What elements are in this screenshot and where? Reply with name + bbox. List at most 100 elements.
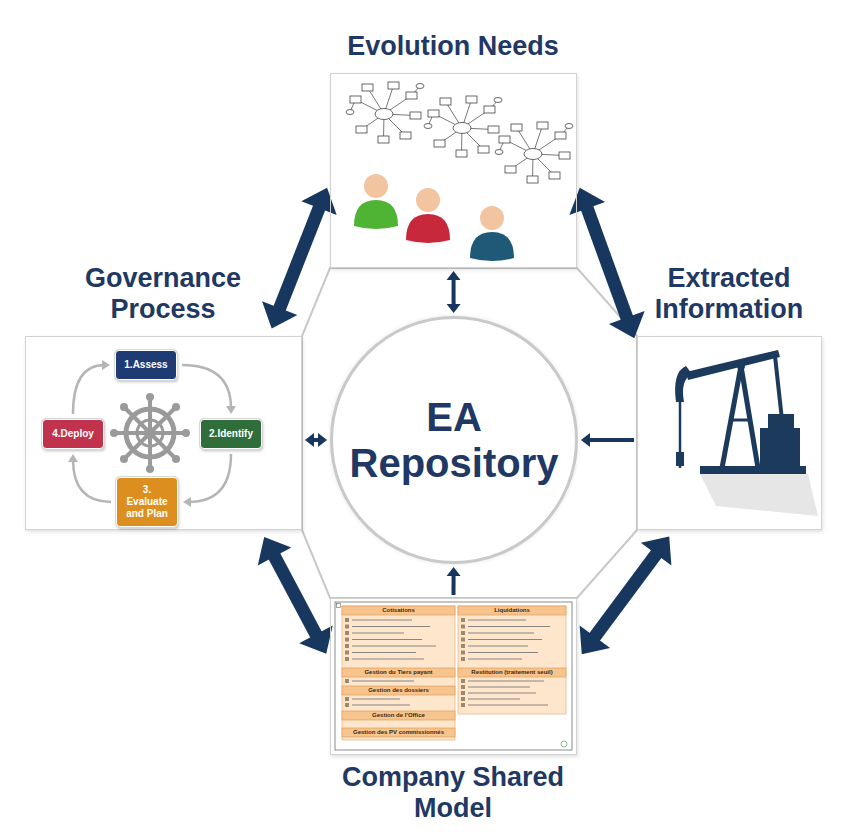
arrow-head [581, 433, 590, 447]
step-label: 3. Evaluate and Plan [121, 484, 173, 520]
graphic-part [342, 606, 455, 615]
graphic-part [730, 419, 752, 422]
arrow-shaft [73, 460, 111, 502]
step-label: 2.Identify [209, 428, 253, 440]
cycle-arrow [183, 454, 231, 507]
graphic-part [458, 668, 566, 677]
graphic-part [120, 403, 128, 411]
flow-arrow [447, 567, 461, 595]
graphic-part [146, 393, 154, 401]
graphic-part [342, 711, 455, 720]
pump-jack [675, 350, 818, 516]
screenshot-heading: Liquidations [458, 606, 566, 615]
arrow-head [318, 433, 327, 447]
arrow-head [301, 188, 336, 215]
graphic-part [686, 350, 780, 380]
process-step: 3. Evaluate and Plan [116, 477, 178, 527]
flow-arrow [581, 433, 634, 447]
arrow-shaft [73, 365, 104, 414]
arrow-head [609, 311, 645, 338]
arrow-head [447, 567, 461, 576]
graphic-part [768, 414, 794, 430]
graphic-part [345, 618, 465, 707]
graphic-part [416, 188, 440, 212]
flow-arrow [262, 188, 337, 329]
cycle-arrow [182, 365, 236, 414]
arrow-head [447, 271, 461, 280]
process-step: 1.Assess [115, 350, 177, 380]
arrow-head [299, 625, 333, 653]
panel-heading: Extracted Information [629, 263, 829, 325]
screenshot-heading: Cotisations [342, 606, 455, 615]
octagon-frame [302, 268, 637, 598]
arrow-head [183, 497, 191, 507]
graphic-part [110, 429, 118, 437]
arrow-head [102, 360, 110, 370]
screenshot-heading: Gestion du Tiers payant [342, 668, 455, 677]
arrow-head [226, 406, 236, 414]
graphic-part [561, 741, 567, 747]
graphic-part [182, 429, 190, 437]
graphic-part [335, 602, 572, 750]
graphic-part [458, 606, 566, 615]
panel-box: Governance Process1.Assess2.Identify3. E… [25, 336, 302, 530]
graphic-part [364, 174, 388, 198]
graphic-part [700, 474, 818, 516]
screenshot-heading: Gestion de l'Office [342, 711, 455, 720]
arrow-head [580, 625, 611, 654]
flow-arrow [305, 433, 327, 447]
graphic-part [126, 409, 174, 457]
arrow-head [258, 537, 292, 565]
graphic-part [342, 668, 455, 677]
graphic-part [137, 420, 163, 446]
graphic-part [116, 399, 184, 467]
process-step: 2.Identify [200, 419, 262, 449]
graphic-part [406, 214, 450, 243]
graphic-part [480, 206, 504, 230]
arrow-shaft [586, 204, 629, 321]
graphic-part [676, 452, 684, 466]
screenshot-heading: Restitution (traitement seuil) [458, 668, 566, 677]
graphic-part [760, 428, 800, 468]
graphic-part [172, 403, 180, 411]
evolution-picture [346, 82, 573, 261]
flow-arrow [580, 536, 672, 654]
graphic-part [775, 356, 782, 420]
graphic-part [146, 465, 154, 473]
arrow-shaft [452, 278, 456, 306]
screenshot-heading: Gestion des dossiers [342, 686, 455, 695]
arrow-shaft [189, 454, 231, 502]
flow-arrow [447, 271, 461, 313]
arrow-head [447, 304, 461, 313]
graphic-part [172, 455, 180, 463]
arrow-head [305, 433, 314, 447]
graphic-part [470, 232, 514, 261]
graphic-part [722, 366, 741, 468]
graphic-part [675, 366, 692, 402]
arrow-shaft [588, 438, 634, 442]
arrow-shaft [278, 204, 321, 312]
arrow-head [68, 454, 78, 462]
arrow-head [262, 301, 297, 328]
panel-heading: Company Shared Model [313, 762, 593, 824]
graphic-part [346, 82, 424, 143]
panel-box: Extracted Information [637, 336, 822, 530]
ship-wheel [110, 393, 190, 473]
graphic-part [110, 393, 190, 473]
repository-title: EA Repository [344, 394, 564, 486]
arrow-shaft [272, 553, 318, 639]
arrow-shaft [592, 551, 659, 641]
arrow-head [569, 188, 605, 215]
graphic-part [741, 366, 758, 468]
panel-heading: Evolution Needs [303, 31, 603, 62]
graphic-part [737, 362, 745, 370]
graphic-part [120, 455, 128, 463]
arrow-shaft [452, 574, 456, 595]
graphic-part [495, 122, 573, 183]
graphic-part [337, 604, 341, 608]
graphic-part [354, 200, 398, 229]
arrow-shaft [182, 365, 231, 408]
repository-circle: EA Repository [330, 316, 578, 564]
cycle-arrow [73, 360, 110, 414]
graphic-part [424, 96, 502, 157]
